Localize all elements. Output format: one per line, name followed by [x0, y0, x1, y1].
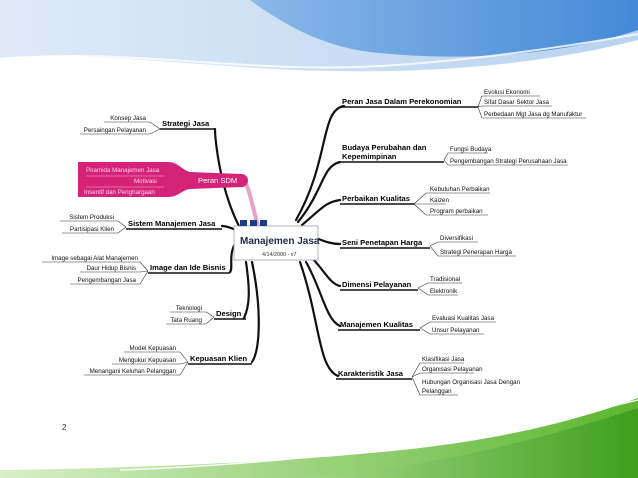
sub-fungsi-budaya: Fungsi Budaya — [450, 146, 492, 153]
center-title: Manajemen Jasa — [240, 236, 320, 247]
bracket-sistem — [60, 220, 127, 234]
sub-perbedaan-mgt: Perbedaan Mgt Jasa dg Manufaktur — [484, 111, 582, 118]
sub-strategi-penerapan-harga: Strategi Penerapan Harga — [440, 249, 512, 256]
branch-peran-sdm: Peran SDM — [198, 176, 237, 185]
branch-manajemen-kualitas: Manajemen Kualitas — [340, 320, 413, 329]
bottom-wave-stroke — [119, 399, 638, 471]
branch-kepuasan: Kepuasan Klien — [190, 354, 247, 363]
bracket-seni-harga — [429, 241, 516, 257]
sub-konsep-jasa: Konsep Jasa — [110, 115, 146, 122]
sub-teknologi: Teknologi — [176, 305, 202, 312]
bracket-design — [166, 311, 215, 325]
bracket-dimensi — [417, 282, 462, 296]
sub-menangani-keluhan: Menangani Keluhan Pelanggan — [90, 368, 177, 375]
sub-pengembangan-strategi: Pengembangan Strategi Perusahaan Jasa — [450, 158, 567, 165]
connector-peran-sdm — [242, 178, 260, 227]
sub-persaingan-pelayanan: Persaingan Pelayanan — [84, 127, 147, 134]
branch-budaya: Budaya Perubahan dan — [342, 143, 427, 152]
branch-image-ide: Image dan Ide Bisnis — [150, 263, 226, 272]
sub-elektronik: Elektronik — [430, 288, 458, 295]
branch-strategi-jasa: Strategi Jasa — [162, 119, 210, 128]
branch-budaya-line2: Kepemimpinan — [342, 152, 397, 161]
branch-perbaikan: Perbaikan Kualitas — [342, 194, 410, 203]
sub-pengembangan-jasa: Pengembangan Jasa — [78, 277, 137, 284]
branch-sistem-manajemen: Sistem Manajemen Jasa — [128, 219, 216, 228]
sub-mengukur-kepuasan: Mengukur Kepuasan — [119, 357, 177, 364]
sub-insentif: Insentif dan Penghargaan — [84, 189, 155, 196]
connector-seni-harga — [314, 236, 342, 246]
bracket-karakteristik — [411, 362, 474, 396]
connector-peran-jasa — [294, 104, 346, 222]
bracket-peran-jasa — [477, 95, 586, 119]
center-square-3 — [260, 220, 267, 226]
top-wave-blue — [250, 0, 638, 57]
sub-kebutuhan-perbaikan: Kebutuhan Perbaikan — [430, 186, 490, 193]
sub-tata-ruang: Tata Ruang — [170, 317, 202, 324]
sub-image-alat: Image sebagai Alat Manajemen — [51, 255, 138, 262]
sub-kaizen: Kaizen — [430, 197, 449, 204]
sub-evolusi-ekonomi: Evolusi Ekonomi — [484, 89, 530, 96]
page-number: 2 — [62, 423, 67, 432]
connector-design — [242, 260, 250, 320]
peran-sdm-node[interactable] — [78, 162, 248, 197]
sub-diversifikasi: Diversifikasi — [440, 235, 473, 242]
bracket-strategi — [80, 121, 161, 135]
connector-strategi-jasa — [213, 127, 242, 230]
bracket-perbaikan — [413, 192, 490, 216]
sub-tradisional: Tradisional — [430, 276, 460, 283]
connector-manajemen-kualitas — [304, 260, 342, 328]
bracket-kepuasan — [84, 351, 189, 376]
sub-hubungan-organisasi-line2: Pelanggan — [422, 388, 452, 395]
sub-unsur-pelayanan: Unsur Pelayanan — [432, 327, 480, 334]
sub-piramida: Piramida Manajemen Jasa — [86, 167, 160, 174]
sub-hubungan-organisasi: Hubungan Organisasi Jasa Dengan — [422, 379, 521, 386]
center-square-1 — [240, 220, 247, 226]
connector-perbaikan — [300, 198, 342, 227]
bracket-budaya — [443, 152, 568, 166]
bottom-wave-green — [300, 408, 638, 478]
bracket-image — [42, 261, 149, 285]
sub-sifat-dasar: Sifat Dasar Sektor Jasa — [484, 99, 550, 106]
connector-kepuasan — [250, 260, 260, 364]
center-node[interactable] — [233, 220, 319, 261]
branch-karakteristik: Karakteristik Jasa — [338, 369, 404, 378]
center-square-2 — [250, 220, 257, 226]
sub-sistem-produksi: Sistem Produksi — [69, 214, 114, 221]
sub-motivasi: Motivasi — [134, 178, 157, 185]
sub-daur-hidup: Daur Hidup Bisnis — [86, 265, 136, 272]
sub-evaluasi-kualitas: Evaluasi Kualitas Jasa — [432, 315, 494, 322]
sub-klasifikasi-jasa: Klasifikasi Jasa — [422, 356, 465, 363]
peran-sdm-shape — [78, 162, 248, 197]
sub-organisasi-pelayanan: Organisasi Pelayanan — [422, 366, 483, 373]
branch-seni-harga: Seni Penetapan Harga — [342, 238, 423, 247]
bracket-manajemen-kualitas — [419, 321, 496, 335]
branch-dimensi: Dimensi Pelayanan — [342, 280, 412, 289]
center-date: 4/14/2000 - v7 — [262, 252, 296, 258]
connector-dimensi — [310, 256, 342, 288]
connector-budaya — [296, 160, 342, 224]
connector-karakteristik — [298, 260, 340, 378]
center-box — [233, 225, 319, 261]
sub-program-perbaikan: Program perbaikan — [430, 208, 483, 215]
sub-model-kepuasan: Model Kepuasan — [130, 345, 177, 352]
branch-peran-jasa: Peran Jasa Dalam Perekonomian — [342, 97, 462, 106]
branch-design: Design — [216, 309, 242, 318]
sub-partisipasi-klien: Partisipasi Klien — [70, 226, 115, 233]
top-wave-stroke — [0, 33, 638, 69]
